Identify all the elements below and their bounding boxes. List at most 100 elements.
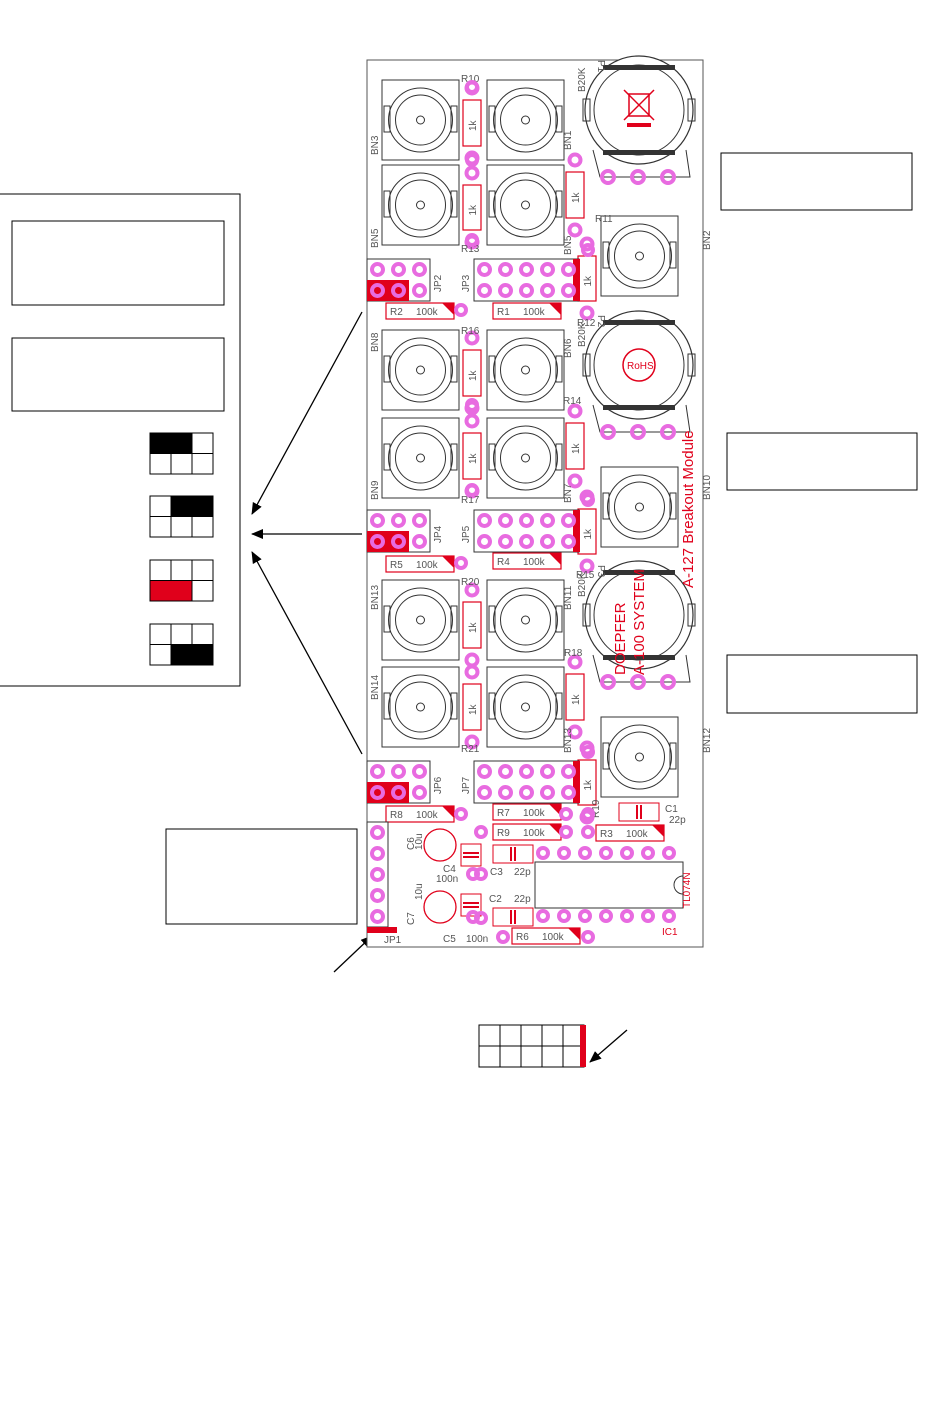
jack-socket (381, 329, 460, 411)
solder-pad (464, 734, 480, 750)
solder-pad (477, 534, 492, 549)
solder-pad (391, 534, 406, 549)
pcb-board: 1kR101kR131kR111kR161kR171kR141kR201kR21… (366, 55, 713, 948)
solder-pad (540, 764, 555, 779)
solder-pad (557, 909, 571, 923)
cap-ref: C6 (406, 837, 417, 850)
solder-pad (519, 534, 534, 549)
solder-pad (641, 846, 655, 860)
annotation-box-bottom-left (165, 828, 358, 925)
jack-ref: BN13 (563, 728, 574, 753)
solder-pad (412, 785, 427, 800)
solder-pad (567, 654, 583, 670)
solder-pad (519, 262, 534, 277)
jack-sockets (381, 79, 679, 798)
resistor-value: 1k (468, 621, 479, 633)
pot-value: B20K (577, 572, 588, 597)
resistor-value: 1k (571, 191, 582, 203)
solder-pad (391, 785, 406, 800)
jack-socket (486, 417, 565, 499)
jack-socket (600, 716, 679, 798)
solder-pad (600, 424, 616, 440)
ic-tl074n: IC1 (534, 846, 684, 938)
solder-pad (557, 846, 571, 860)
solder-pad (567, 724, 583, 740)
solder-pad (600, 674, 616, 690)
solder-pad (391, 283, 406, 298)
resistor-value: 100k (416, 560, 439, 571)
pot-ref: P2 (595, 315, 606, 328)
solder-pad (660, 674, 676, 690)
jumper-setting-2 (149, 495, 214, 538)
resistor-ref: R16 (461, 326, 480, 337)
solder-pad (581, 243, 595, 257)
solder-pad (412, 513, 427, 528)
resistor-ref: R5 (390, 560, 403, 571)
solder-pad (581, 807, 595, 821)
solder-pad (477, 764, 492, 779)
solder-pad (496, 930, 510, 944)
jack-socket (486, 666, 565, 748)
resistor-value: 100k (523, 808, 546, 819)
solder-pad (579, 558, 595, 574)
pin-header: JP2 (366, 258, 444, 302)
solder-pad (578, 846, 592, 860)
solder-pad (466, 910, 480, 924)
header-ref: JP2 (433, 274, 444, 292)
resistor-value: 100k (542, 932, 565, 943)
solder-pad (620, 909, 634, 923)
solder-pad (370, 534, 385, 549)
module-title: A-127 Breakout Module (680, 430, 697, 588)
solder-pad (412, 534, 427, 549)
resistor-ref: R17 (461, 495, 480, 506)
cap-value: 10u (414, 883, 425, 900)
solder-pad (561, 534, 576, 549)
resistor-value: 1k (468, 452, 479, 464)
solder-pad (561, 764, 576, 779)
solder-pad (391, 513, 406, 528)
solder-pad (579, 305, 595, 321)
solder-pad (412, 283, 427, 298)
jack-socket (381, 417, 460, 499)
resistor-value: 1k (583, 275, 594, 287)
resistor-ref: R15 (576, 570, 595, 581)
solder-pad (567, 403, 583, 419)
solder-pad (498, 764, 513, 779)
jack-socket (486, 164, 565, 246)
solder-pad (465, 398, 479, 412)
solder-pad (464, 664, 480, 680)
resistor-ref: R19 (591, 799, 602, 818)
resistor-ref: R2 (390, 307, 403, 318)
resistor-ref: R14 (563, 396, 582, 407)
annotation-box-right-1 (720, 152, 913, 211)
solder-pad (519, 785, 534, 800)
legend-textbox-2 (11, 337, 225, 412)
ic-part-number: TL074N (682, 872, 693, 908)
resistor-value: 1k (468, 204, 479, 216)
resistor-value: 100k (523, 828, 546, 839)
jack-ref: BN9 (370, 480, 381, 500)
solder-pad (370, 785, 385, 800)
cap-value: 10u (414, 833, 425, 850)
solder-pad (412, 262, 427, 277)
system-name: A-100 SYSTEM (631, 569, 648, 675)
solder-pad (370, 846, 385, 861)
cap-value: 22p (514, 894, 531, 905)
solder-pad (370, 262, 385, 277)
ceramic-capacitor (492, 907, 534, 927)
solder-pad (498, 785, 513, 800)
resistor-horizontal: R5 100k (385, 555, 455, 573)
solder-pad (465, 483, 479, 497)
solder-pad (581, 930, 595, 944)
annotation-box-right-2 (726, 432, 918, 491)
solder-pad (620, 846, 634, 860)
header-ref: JP3 (461, 274, 472, 292)
